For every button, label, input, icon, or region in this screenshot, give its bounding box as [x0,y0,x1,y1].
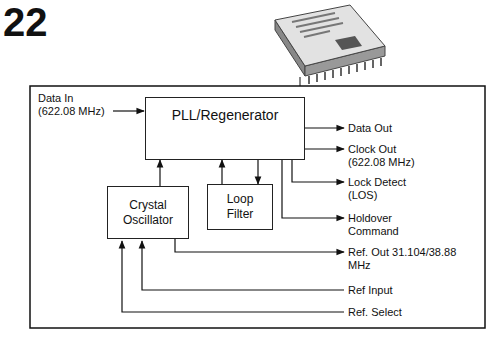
process-box: PLL/Regenerator [145,97,305,160]
signal-arrow [221,160,222,184]
block-box: Loop Filter [207,184,273,230]
lock-detect-wire [292,160,344,182]
ref-input-wire [142,241,344,290]
signal-name: Clock Out (622.08 MHz) [348,143,428,169]
block-label: Loop Filter [214,192,266,222]
signal-name: Holdover Command [348,212,418,238]
signal-name: Ref. Select [348,306,458,319]
clock-out-wire [305,148,344,149]
signal-name: Lock Detect (LOS) [348,176,423,202]
block-label: PLL/Regenerator [172,108,279,123]
data-in-wire [113,110,144,111]
signal-name: Ref Input [348,284,458,297]
chip-illustration [275,5,385,84]
holdover-wire [282,160,344,218]
leader-line [300,77,301,86]
signal-arrow [257,160,258,184]
signal-arrow [159,160,160,186]
block-box: Crystal Oscillator [107,186,189,239]
data-out-wire [305,127,344,128]
block-label: Crystal Oscillator [114,198,182,228]
module-outline [30,86,485,328]
page-number: 22 [3,2,73,42]
ref-out-wire [175,239,344,252]
ref-select-wire [122,241,344,312]
signal-name: Data In (622.08 MHz) [38,92,110,118]
signal-name: Data Out [348,122,468,135]
signal-name: Ref. Out 31.104/38.88 MHz [348,246,458,272]
